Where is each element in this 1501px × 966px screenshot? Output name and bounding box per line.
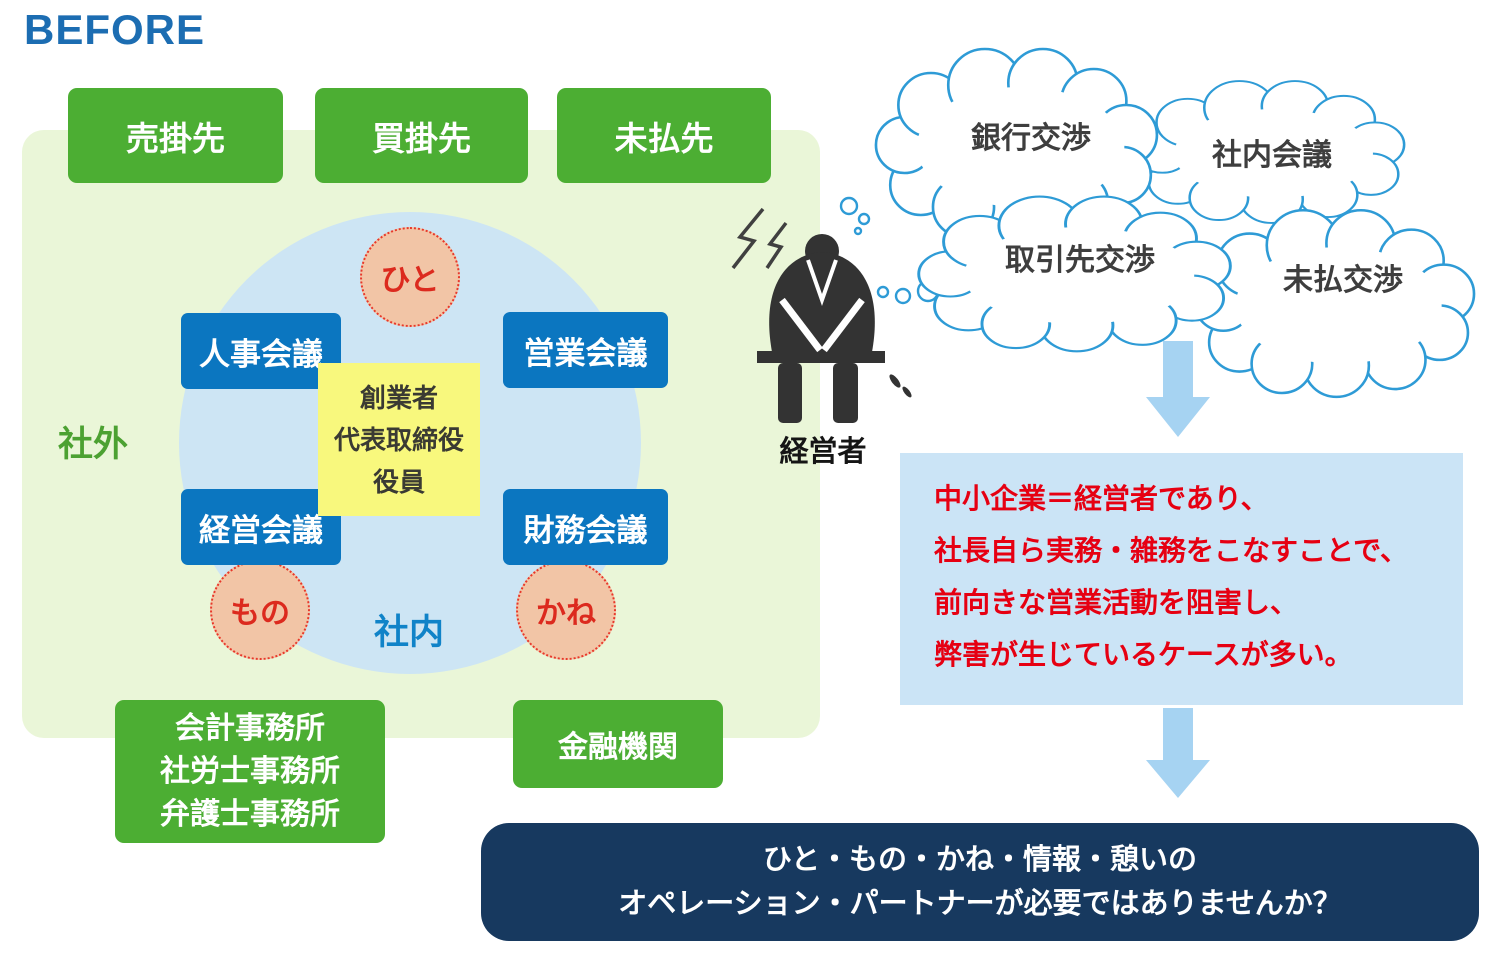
founder-line: 創業者: [359, 382, 438, 413]
resource-circle-goods: もの: [210, 560, 310, 660]
problem-line: 社長自ら実務・雑務をこなすことで、: [934, 535, 1409, 566]
problem-line: 弊害が生じているケースが多い。: [934, 639, 1353, 670]
cloud-bank-negotiation: [874, 47, 1159, 243]
problem-line: 前向きな営業活動を阻害し、: [934, 587, 1299, 618]
founder-line: 役員: [372, 466, 425, 497]
down-arrow-bottom: [1146, 708, 1210, 798]
external-box-accounts-payable: 買掛先: [315, 88, 528, 183]
down-arrow-top: [1146, 341, 1210, 437]
resource-circle-people: ひと: [360, 227, 460, 327]
thought-bubble-trail: [839, 196, 940, 305]
meeting-box-hr: 人事会議: [181, 313, 341, 389]
external-box-label: 売掛先: [126, 119, 225, 157]
sweat-drops-icon: [889, 374, 912, 398]
resource-label: ひと: [380, 264, 440, 297]
partner-line: 弁護士事務所: [160, 798, 340, 831]
meeting-box-sales: 営業会議: [503, 312, 668, 388]
founder-center-box: 創業者 代表取締役 役員: [318, 363, 480, 516]
external-box-unpaid: 未払先: [557, 88, 771, 183]
conclusion-banner: ひと・もの・かね・情報・憩いの オペレーション・パートナーが必要ではありませんか…: [481, 823, 1479, 941]
external-box-professional-offices: 会計事務所 社労士事務所 弁護士事務所: [115, 700, 385, 843]
resource-label: かね: [536, 597, 596, 630]
problem-line: 中小企業＝経営者であり、: [934, 483, 1269, 514]
cloud-internal-meeting: [1133, 79, 1406, 225]
partner-line: 会計事務所: [175, 712, 325, 745]
external-box-accounts-receivable: 売掛先: [68, 88, 283, 183]
problem-statement-box: 中小企業＝経営者であり、 社長自ら実務・雑務をこなすことで、 前向きな営業活動を…: [900, 453, 1463, 705]
founder-line: 代表取締役: [333, 424, 464, 455]
cloud-unpaid-negotiation: [1193, 208, 1476, 399]
external-box-label: 買掛先: [372, 119, 471, 157]
partner-line: 社労士事務所: [160, 755, 340, 788]
outside-company-label: 社外: [58, 425, 129, 464]
bank-label: 金融機関: [558, 731, 678, 764]
meeting-label: 営業会議: [523, 335, 648, 371]
meeting-box-management: 経営会議: [181, 489, 341, 565]
inside-company-label: 社内: [374, 613, 445, 652]
resource-circle-money: かね: [516, 560, 616, 660]
page-title: BEFORE: [24, 6, 206, 53]
meeting-label: 人事会議: [199, 336, 323, 372]
conclusion-line: ひと・もの・かね・情報・憩いの: [762, 844, 1198, 876]
meeting-box-finance: 財務会議: [503, 489, 668, 565]
cloud-label-bank-negotiation: 銀行交渉: [971, 121, 1091, 155]
cloud-label-internal-meeting: 社内会議: [1212, 139, 1332, 172]
meeting-label: 財務会議: [523, 512, 648, 548]
resource-label: もの: [230, 597, 290, 630]
conclusion-line: オペレーション・パートナーが必要ではありませんか？: [618, 888, 1342, 920]
cloud-label-client-negotiation: 取引先交渉: [1005, 243, 1155, 277]
manager-label: 経営者: [779, 436, 867, 468]
external-box-financial-institution: 金融機関: [513, 700, 723, 788]
cloud-client-negotiation: [917, 195, 1232, 353]
external-box-label: 未払先: [614, 119, 714, 157]
meeting-label: 経営会議: [199, 512, 323, 548]
cloud-label-unpaid-negotiation: 未払交渉: [1283, 263, 1403, 297]
